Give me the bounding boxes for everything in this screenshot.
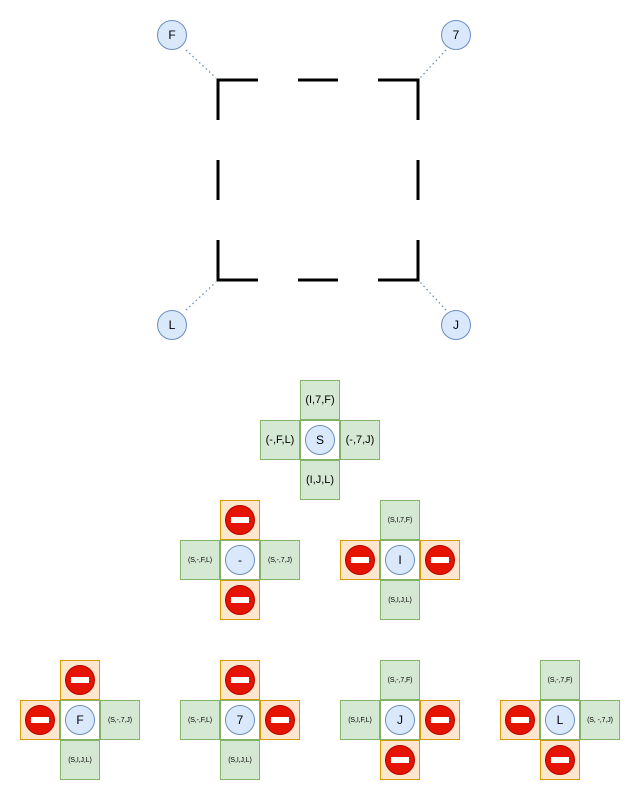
l-right-cell: (S, -,7,J) [580,700,620,740]
s-left-cell: (-,F,L) [260,420,300,460]
dash-bottom-cell [220,580,260,620]
dash-right-cell: (S,-,7,J) [260,540,300,580]
pipe-bottom-cell: (S,I,J,L) [380,580,420,620]
f-center-cell: F [60,700,100,740]
no-entry-icon [225,505,255,535]
pipe-center-cell: I [380,540,420,580]
j-right-cell [420,700,460,740]
s-top-cell: (I,7,F) [300,380,340,420]
no-entry-icon [225,665,255,695]
f-bottom-cell: (S,I,J,L) [60,740,100,780]
seven-right-cell [260,700,300,740]
corner-node-bottom-right: J [441,310,471,340]
f-left-cell [20,700,60,740]
s-right-cell: (-,7,J) [340,420,380,460]
pipe-left-cell [340,540,380,580]
no-entry-icon [25,705,55,735]
no-entry-icon [345,545,375,575]
connector-f [185,49,217,79]
j-left-cell: (S,I,F,L) [340,700,380,740]
l-left-cell [500,700,540,740]
j-top-cell: (S,-,7,F) [380,660,420,700]
connector-j [419,281,447,311]
no-entry-icon [225,585,255,615]
square-corner-bottom-left [216,240,258,282]
dash-left-cell: (S,-,F,L) [180,540,220,580]
connector-7 [419,49,447,79]
s-center-cell: S [300,420,340,460]
corner-node-top-left: F [157,20,187,50]
l-center-cell: L [540,700,580,740]
seven-top-cell [220,660,260,700]
no-entry-icon [425,705,455,735]
seven-left-cell: (S,-,F,L) [180,700,220,740]
j-center-cell: J [380,700,420,740]
j-bottom-cell [380,740,420,780]
seven-center-cell: 7 [220,700,260,740]
no-entry-icon [265,705,295,735]
j-node: J [385,705,415,735]
seven-bottom-cell: (S,I,J,L) [220,740,260,780]
dash-node: - [225,545,255,575]
pipe-right-cell [420,540,460,580]
s-bottom-cell: (I,J,L) [300,460,340,500]
no-entry-icon [425,545,455,575]
l-bottom-cell [540,740,580,780]
square-corner-bottom-right [378,240,420,282]
no-entry-icon [505,705,535,735]
pipe-top-cell: (S,I,7,F) [380,500,420,540]
no-entry-icon [385,745,415,775]
no-entry-icon [545,745,575,775]
corner-node-top-right: 7 [441,20,471,50]
f-node: F [65,705,95,735]
dash-center-cell: - [220,540,260,580]
connector-l [185,281,217,311]
square-corner-top-right [378,78,420,120]
f-top-cell [60,660,100,700]
corner-node-bottom-left: L [157,310,187,340]
l-node: L [545,705,575,735]
dash-top-cell [220,500,260,540]
l-top-cell: (S,-,7,F) [540,660,580,700]
s-node: S [305,425,335,455]
no-entry-icon [65,665,95,695]
seven-node: 7 [225,705,255,735]
f-right-cell: (S,-,7,J) [100,700,140,740]
pipe-node: I [385,545,415,575]
square-corner-top-left [216,78,258,120]
